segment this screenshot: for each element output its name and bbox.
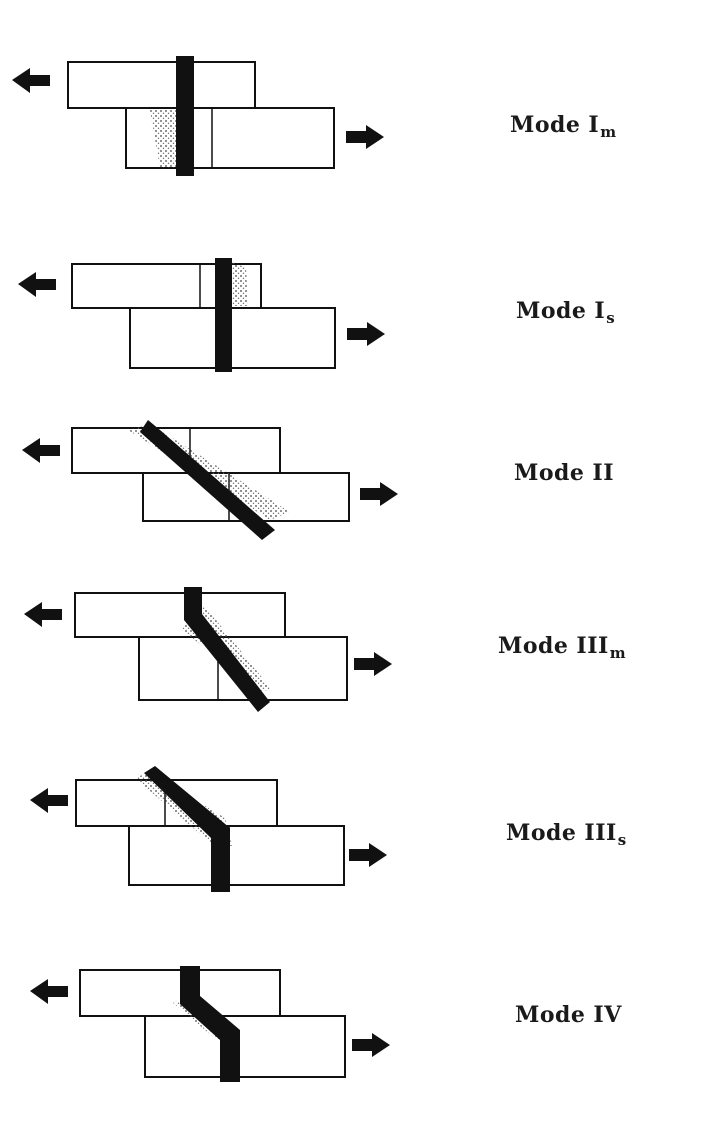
mode-is-diagram [18, 258, 385, 372]
left-load-arrow [22, 438, 60, 463]
crushing-zone [150, 110, 176, 168]
right-load-arrow [349, 843, 387, 867]
fastener [140, 420, 275, 540]
right-load-arrow [346, 125, 384, 149]
left-load-arrow [18, 272, 56, 297]
mode-iiim-diagram [24, 587, 392, 712]
fastener [176, 56, 194, 176]
main-member [129, 307, 336, 369]
fastener [144, 766, 230, 892]
right-load-arrow [354, 652, 392, 676]
mode-ii-diagram [22, 420, 398, 540]
crushing-zone [232, 262, 248, 306]
main-member [128, 825, 345, 886]
right-load-arrow [360, 482, 398, 506]
fastener [215, 258, 232, 372]
mode-iv-diagram [30, 966, 390, 1082]
left-load-arrow [30, 979, 68, 1004]
fastener [184, 587, 270, 712]
side-member [74, 592, 286, 638]
left-load-arrow [24, 602, 62, 627]
left-load-arrow [30, 788, 68, 813]
right-load-arrow [352, 1033, 390, 1057]
main-member [144, 1015, 346, 1078]
fastener [180, 966, 240, 1082]
mode-im-diagram [12, 56, 384, 176]
left-load-arrow [12, 68, 50, 93]
side-member [67, 61, 256, 109]
right-load-arrow [347, 322, 385, 346]
mode-iiis-diagram [30, 766, 387, 892]
